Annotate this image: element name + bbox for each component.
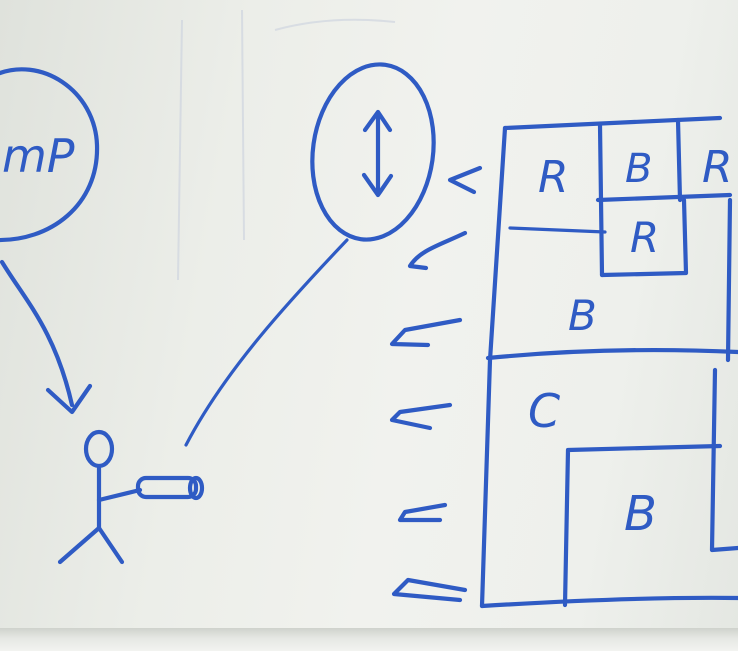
arrow-head: [45, 383, 93, 415]
grid-bottom-border: [479, 595, 738, 609]
faint-smudge: [274, 18, 396, 31]
connector-line: [508, 226, 607, 234]
grid-horizontal-separator: [485, 347, 738, 361]
faint-smudge: [241, 9, 245, 241]
cell-label-top-mid: B: [625, 146, 652, 192]
arrow-bubble-to-person: [0, 259, 75, 408]
left-arrow-icon: [447, 165, 483, 195]
grid-right-border: [725, 197, 733, 363]
device-end: [187, 475, 205, 501]
grid-top-border: [502, 115, 723, 131]
left-arrow-icon: [391, 577, 468, 603]
figure-head: [83, 429, 115, 469]
left-thought-bubble: [0, 67, 100, 243]
faint-smudge: [177, 19, 183, 281]
grid-left-border: [479, 125, 508, 609]
bottom-cell-border: [562, 443, 723, 608]
handheld-device: [135, 475, 205, 501]
bubble-left-label: mP: [2, 129, 75, 183]
figure-arm: [96, 487, 143, 503]
cell-label-band: C: [528, 384, 560, 438]
cell-label-top-right: R: [702, 142, 733, 193]
cell-label-left-large: B: [568, 291, 597, 340]
cell-label-small-box: R: [630, 213, 659, 262]
cell-label-bottom-right: B: [624, 486, 657, 542]
left-arrows-column: [389, 165, 483, 603]
grid-divider: [675, 117, 683, 203]
left-arrow-icon: [397, 502, 448, 523]
grid-diagram: [479, 115, 738, 609]
left-arrow-icon: [389, 317, 463, 348]
right-thought-bubble: [310, 62, 436, 242]
device-body: [135, 475, 199, 500]
grid-divider: [595, 192, 733, 203]
right-narrow-cell: [709, 367, 738, 553]
left-arrow-icon: [389, 402, 453, 431]
figure-legs: [57, 525, 125, 565]
cell-label-top-left: R: [538, 152, 569, 203]
stick-figure: [57, 429, 143, 565]
bubble-to-device-line: [184, 238, 349, 447]
small-cell-border: [599, 197, 689, 278]
vertical-double-arrow-icon: [361, 109, 394, 198]
marker-tray: [0, 628, 738, 651]
left-arrow-icon: [407, 230, 468, 271]
